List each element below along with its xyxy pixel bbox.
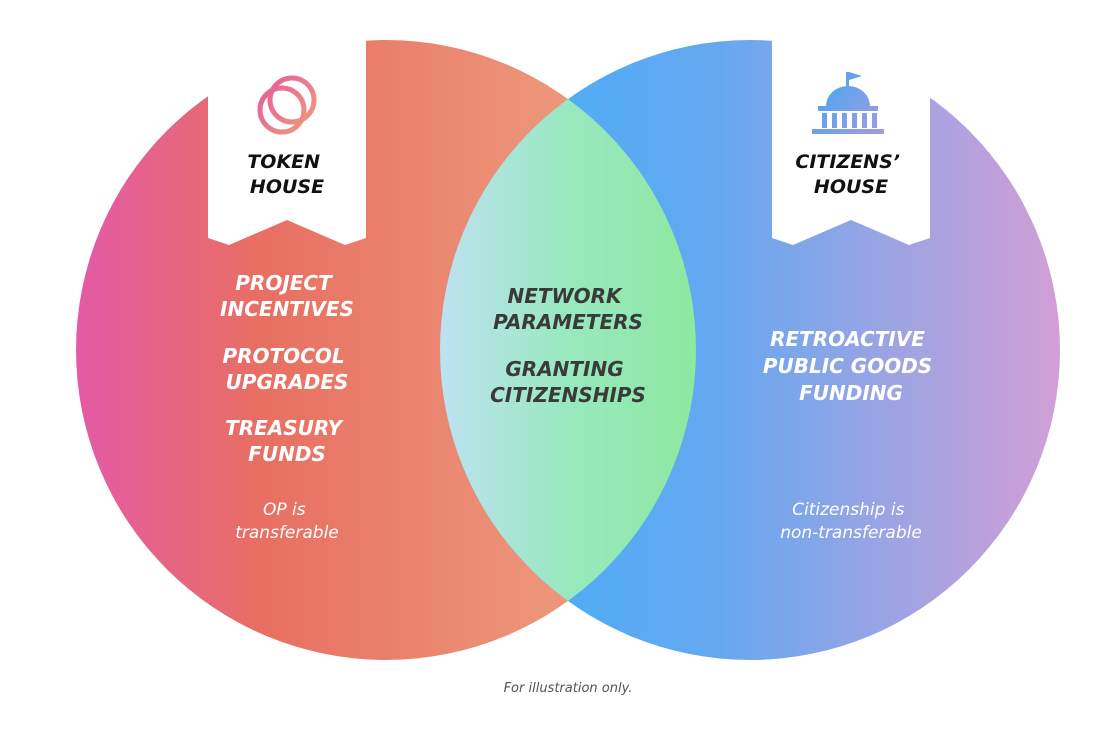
citizens-house-note: Citizenship is non-transferable: [780, 500, 922, 543]
token-house-item-project-incentives: PROJECT INCENTIVES: [220, 271, 354, 321]
token-rings-icon: [257, 75, 317, 135]
token-house-note: OP is transferable: [235, 500, 339, 543]
overlap-item-granting-citizenships: GRANTING CITIZENSHIPS: [490, 357, 646, 407]
token-house-title: TOKEN HOUSE: [247, 151, 326, 198]
citizens-house-banner: [772, 34, 930, 245]
token-house-banner: [208, 34, 366, 245]
overlap-region: [440, 40, 696, 660]
overlap-item-network-parameters: NETWORK PARAMETERS: [493, 284, 643, 334]
citizens-house-title: CITIZENS’ HOUSE: [795, 151, 906, 198]
token-house-item-protocol-upgrades: PROTOCOL UPGRADES: [222, 344, 351, 394]
citizens-house-item-retroactive-funding: RETROACTIVE PUBLIC GOODS FUNDING: [763, 327, 939, 405]
token-house-item-treasury-funds: TREASURY FUNDS: [225, 416, 349, 466]
capitol-building-icon: [812, 72, 884, 134]
footer-disclaimer: For illustration only.: [504, 681, 633, 696]
